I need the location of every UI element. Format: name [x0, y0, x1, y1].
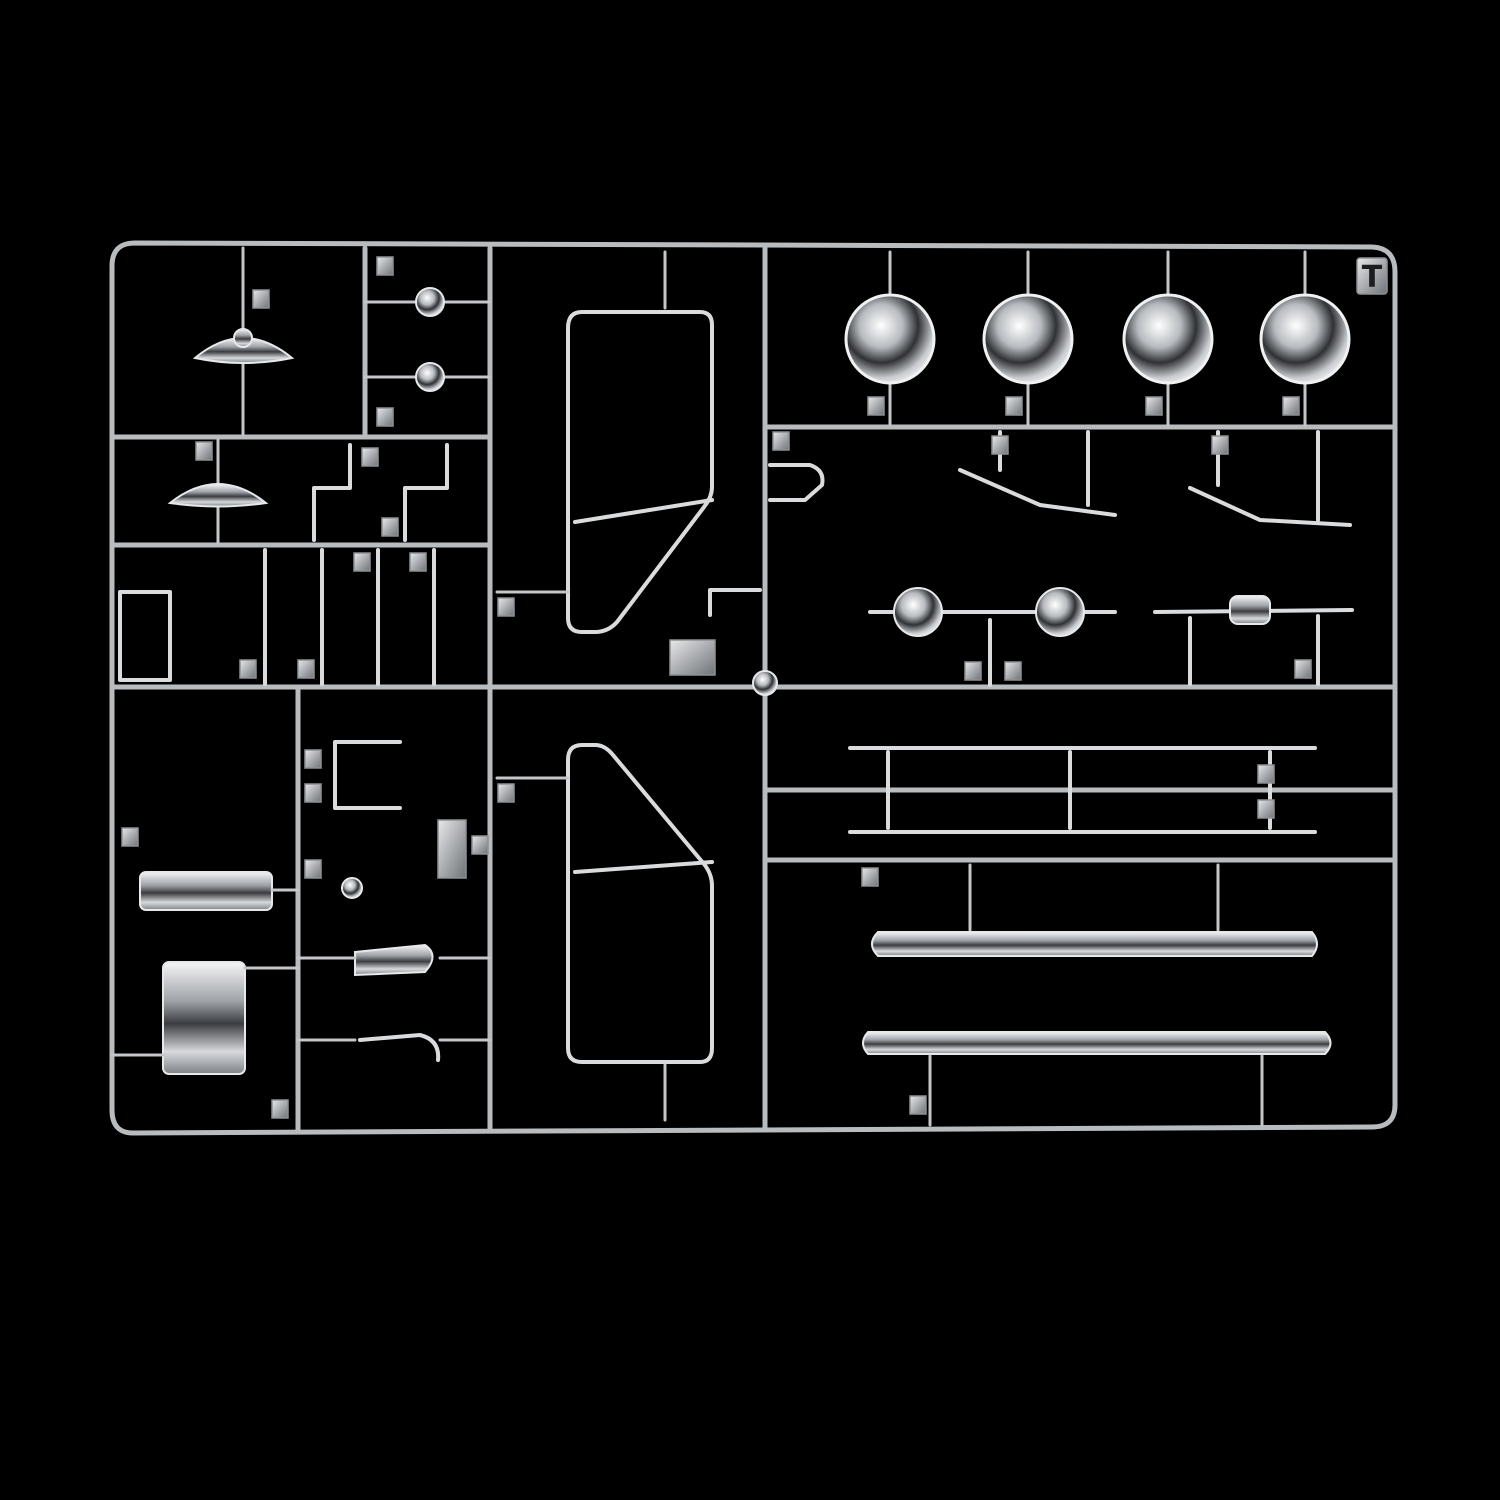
light-bar-part	[1153, 595, 1354, 686]
small-badges	[376, 256, 445, 427]
handle-levers	[312, 443, 449, 542]
hubcaps	[844, 250, 1351, 427]
sprue-frame	[109, 240, 1398, 1136]
gate-hub	[752, 670, 778, 696]
sprue-letter-tab: T	[1356, 257, 1388, 295]
mirror-plate	[110, 961, 300, 1119]
bumper-front	[861, 863, 1318, 957]
emblem-part-2	[167, 438, 269, 545]
emblem-part	[192, 246, 295, 437]
window-frame-lower	[495, 743, 714, 1122]
wiper-arms	[958, 430, 1352, 527]
bumper-rear	[862, 1031, 1332, 1127]
rear-mirror	[121, 827, 300, 911]
window-frame-upper	[495, 250, 762, 676]
door-handles	[296, 740, 492, 1062]
small-frame-part	[118, 590, 172, 682]
headlamp-rims	[868, 587, 1117, 687]
hook-part	[768, 431, 825, 502]
sprue-letter: T	[1362, 260, 1383, 295]
pin-parts	[239, 548, 436, 686]
trim-rods	[848, 746, 1317, 834]
